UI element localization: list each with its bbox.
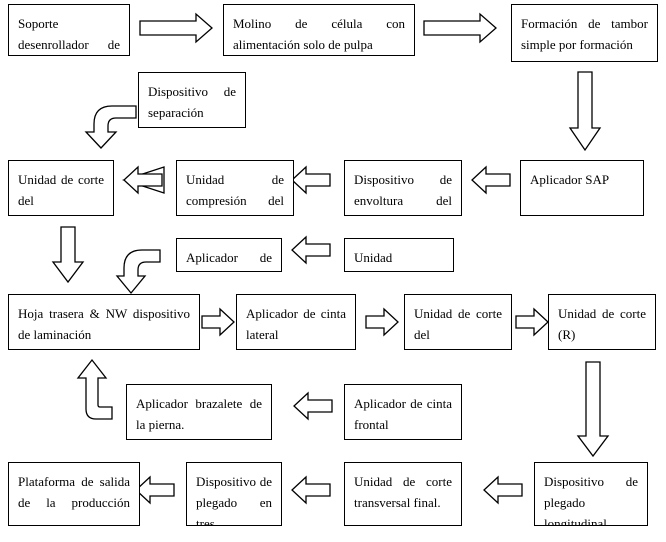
box-label: Plataforma de salida de la producción [18,474,130,510]
box-formacion-tambor: Formación de tambor simple por formación [511,4,658,62]
box-label: Aplicador de cinta lateral [246,306,346,342]
box-unidad-corte-transversal: Unidad de corte transversal final. [344,462,462,526]
box-hoja-trasera: Hoja trasera & NW dispositivo de laminac… [8,294,200,350]
arrow-right [423,12,497,44]
box-aplicador-brazalete: Aplicador brazalete de la pierna. [126,384,272,440]
box-label: Unidad de corte del [414,306,502,342]
box-unidad-corte-2: Unidad de corte del [404,294,512,350]
box-label: Unidad [354,250,393,265]
arrow-left [291,475,331,505]
box-unidad-corte-r: Unidad de corte (R) [548,294,656,350]
box-aplicador-cinta-lateral: Aplicador de cinta lateral [236,294,356,350]
box-label: Hoja trasera & NW dispositivo de laminac… [18,306,190,342]
arrow-curved [115,249,161,295]
box-label: Dispositivo de plegado longitudinal [544,474,638,526]
arrow-left [483,475,523,505]
box-dispositivo-plegado-tres: Dispositivo de plegado en tres. [186,462,282,526]
box-molino: Molino de célula con alimentación solo d… [223,4,415,56]
arrow-curved [84,105,137,149]
arrow-right [201,307,235,337]
box-label: Unidad de compresión del [186,172,284,208]
box-dispositivo-envoltura: Dispositivo de envoltura del [344,160,462,216]
box-label: Aplicador de [186,250,272,265]
box-aplicador-de: Aplicador de [176,238,282,272]
box-dispositivo-plegado-longitudinal: Dispositivo de plegado longitudinal [534,462,648,526]
arrow-left [471,165,511,195]
box-label: Aplicador SAP [530,172,610,187]
arrow-down [568,71,602,152]
box-dispositivo-separacion: Dispositivo de separación [138,72,246,128]
arrow-left [293,391,333,421]
box-label: Dispositivo de plegado en tres. [196,474,272,526]
box-label: Aplicador brazalete de la pierna. [136,396,262,432]
box-label: Formación de tambor simple por formación [521,16,648,52]
arrow-left [291,165,331,195]
box-aplicador-sap: Aplicador SAP [520,160,644,216]
box-label: Soporte desenrollador de [18,16,120,52]
box-plataforma-salida: Plataforma de salida de la producción [8,462,140,526]
box-label: Unidad de corte transversal final. [354,474,452,510]
arrow-left [123,165,163,195]
box-unidad: Unidad [344,238,454,272]
box-soporte-desenrollador: Soporte desenrollador de [8,4,130,56]
box-label: Aplicador de cinta frontal [354,396,452,432]
arrow-left [291,235,331,265]
arrow-left [135,475,175,505]
arrow-right [365,307,399,337]
box-unidad-compresion: Unidad de compresión del [176,160,294,216]
box-aplicador-cinta-frontal: Aplicador de cinta frontal [344,384,462,440]
arrow-curved [76,358,113,420]
arrow-down [576,361,610,458]
box-label: Molino de célula con alimentación solo d… [233,16,405,52]
arrow-right [515,307,549,337]
box-unidad-corte-1: Unidad de corte del [8,160,114,216]
arrow-down [51,226,85,284]
box-label: Unidad de corte del [18,172,104,208]
box-label: Dispositivo de separación [148,84,236,120]
arrow-right [139,12,213,44]
box-label: Unidad de corte (R) [558,306,646,342]
box-label: Dispositivo de envoltura del [354,172,452,208]
